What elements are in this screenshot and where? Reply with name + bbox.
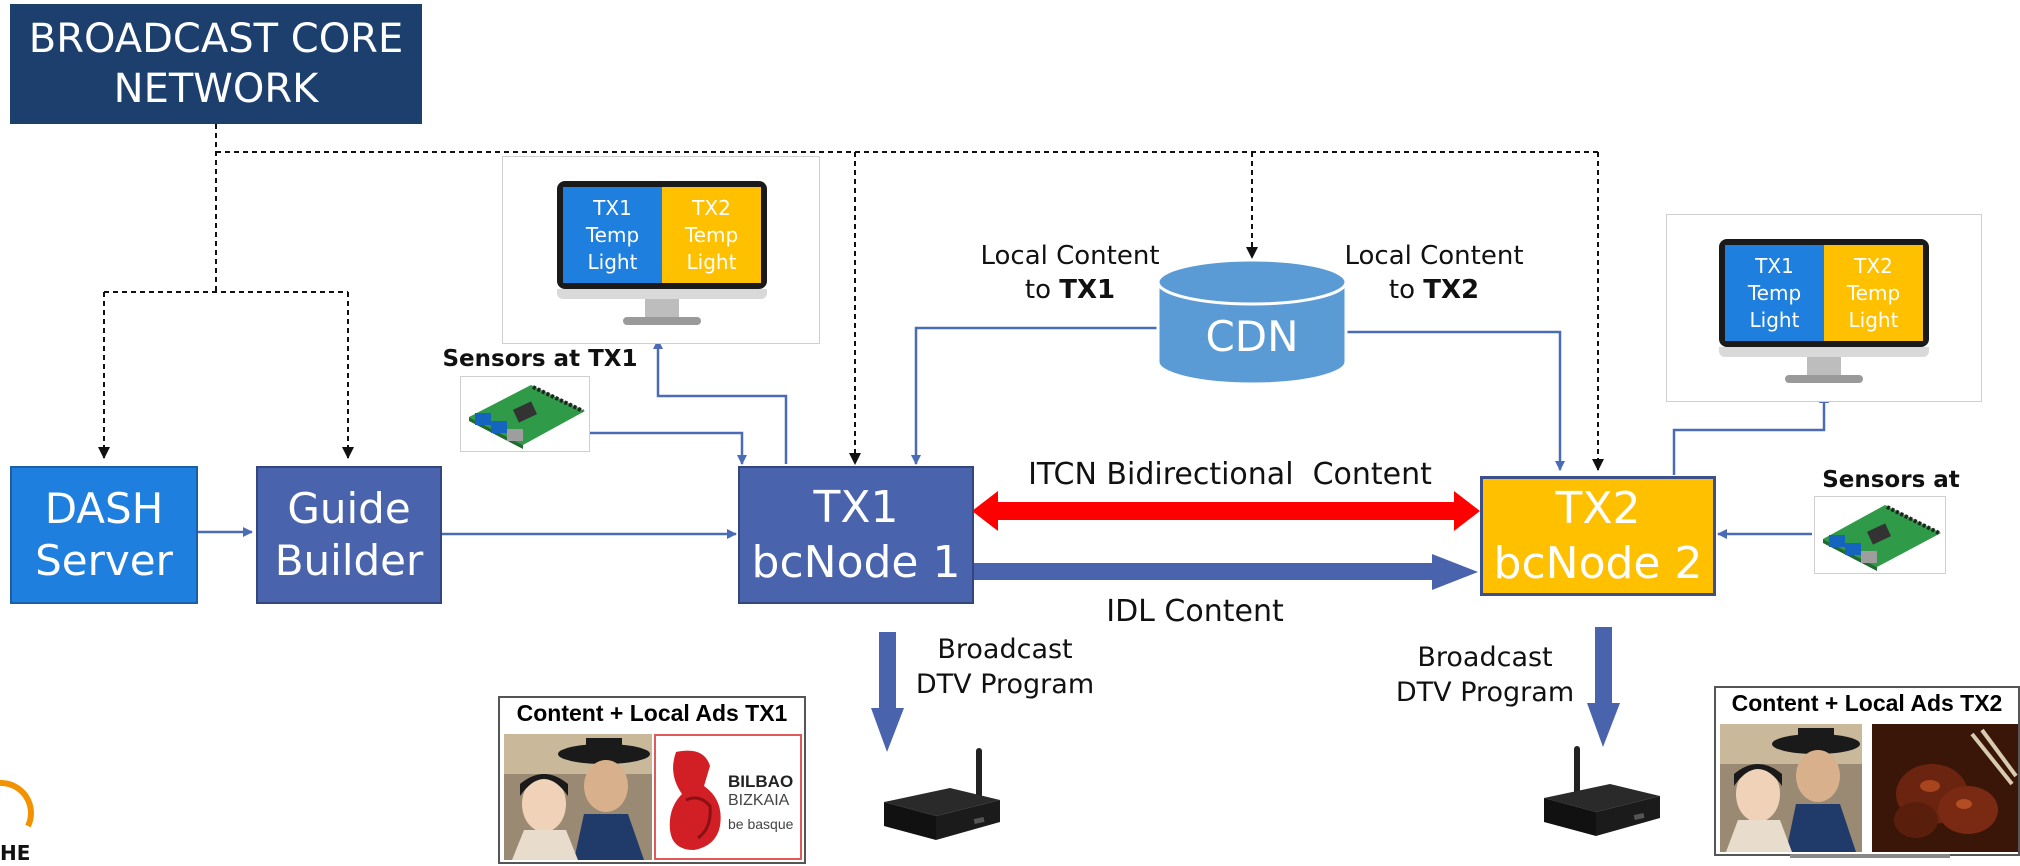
bilbao-brand2: BIZKAIA [728,792,790,809]
drama-scene-image [504,734,652,860]
sensor-board-tx2 [1814,496,1946,574]
set-top-box-tx1 [878,748,1004,848]
set-top-box-tx2 [1538,744,1664,844]
m2-left-l3: Light [1749,307,1800,332]
set-top-box-icon [1544,746,1660,836]
itcn-label: ITCN Bidirectional Content [1028,457,1432,492]
broadcast-arrow-tx2 [1587,627,1620,747]
broadcast-tx2-line2: DTV Program [1395,677,1575,709]
tx2-line2: bcNode 2 [1493,538,1703,589]
tx1-line2: bcNode 1 [751,537,961,588]
guide-line1: Guide [287,483,411,533]
dash-server-box: DASH Server [10,466,198,604]
bilbao-logo-icon [669,750,721,850]
food-image [1872,724,2018,852]
cdn-cylinder [1156,258,1348,386]
m1-right-l2: Temp [684,222,739,247]
m2-right-l3: Light [1848,307,1899,332]
m1-left-l2: Temp [585,222,640,247]
broadcast-arrow-tx1 [871,632,904,752]
broadcast-tx2-label: Broadcast DTV Program [1385,640,1585,710]
m1-right-l1: TX2 [692,195,731,220]
broadcast-tx1-label: Broadcast DTV Program [905,632,1105,702]
local-content-tx1-line2: to TX1 [960,274,1180,308]
core-line1: BROADCAST CORE [28,16,404,62]
local-content-tx2-line1: Local Content [1344,241,1524,271]
raspberry-pi-icon [1823,505,1941,571]
monitor-panel-tx1: TX1 Temp Light TX2 Temp Light [502,156,820,344]
m1-left-l1: TX1 [593,195,632,220]
monitor-tx1-right: TX2 Temp Light [662,187,761,283]
ads-tx1-title: Content + Local Ads TX1 [516,700,788,726]
monitor-tx2: TX1 Temp Light TX2 Temp Light [1719,239,1929,387]
m1-left-l3: Light [587,249,638,274]
ads-panel-tx2: Content + Local Ads TX2 [1714,686,2020,858]
dash-line2: Server [35,536,173,585]
logo-text-fragment: HE [0,841,31,865]
core-network-links [98,124,1604,471]
monitor-tx1: TX1 Temp Light TX2 Temp Light [557,181,767,329]
monitor-tx1-stand [645,299,679,317]
monitor-tx2-chin [1719,347,1929,357]
ads-tx2-title: Content + Local Ads TX2 [1731,690,2003,716]
tx2-bcnode-box: TX2 bcNode 2 [1480,476,1716,596]
local-content-tx1-label: Local Content to TX1 [960,240,1180,308]
monitor-tx2-screen: TX1 Temp Light TX2 Temp Light [1719,239,1929,347]
set-top-box-icon [884,748,1000,840]
local-content-tx2-label: Local Content to TX2 [1324,240,1544,308]
local-content-tx2-line2: to TX2 [1324,274,1544,308]
local-content-tx1-line1: Local Content [980,241,1160,271]
bilbao-brand1: BILBAO [728,772,794,791]
local-content-tx1-bold: TX1 [1059,274,1116,305]
monitor-tx2-right: TX2 Temp Light [1824,245,1923,341]
idl-content-arrow [972,554,1478,590]
core-line2: NETWORK [113,66,319,112]
idl-label: IDL Content [1106,594,1284,629]
local-content-tx2-prefix: to [1388,274,1424,305]
drama-scene-image [1720,724,1862,852]
data-flow-links [198,326,1829,539]
monitor-tx1-screen: TX1 Temp Light TX2 Temp Light [557,181,767,289]
broadcast-tx2-line1: Broadcast [1417,642,1553,673]
tv-base-tx2 [1790,854,1950,858]
broadcast-tx1-line1: Broadcast [937,634,1073,665]
food-ad-tx2 [1872,724,2018,852]
broadcast-core-network-box: BROADCAST CORE NETWORK [10,4,422,124]
cdn-label: CDN [1205,312,1299,361]
sensor-board-tx1 [460,376,590,452]
monitor-tx2-base [1785,375,1863,383]
monitor-tx1-base [623,317,701,325]
guide-builder-box: Guide Builder [256,466,442,604]
bilbao-ad-tx1: BILBAO BIZKAIA be basque [654,734,802,860]
m2-left-l2: Temp [1747,280,1802,305]
tx1-line1: TX1 [813,482,899,533]
sensors-tx1-label: Sensors at TX1 [442,346,638,372]
itcn-bidirectional-arrow [972,491,1480,531]
bilbao-brand3: be basque [728,816,794,832]
ads-panel-tx1: Content + Local Ads TX1 BILBAO BIZKAIA b… [498,696,806,864]
local-content-tx1-prefix: to [1024,274,1060,305]
logo-arc-fragment [0,780,34,828]
drama-photo-tx2 [1720,724,1862,852]
drama-photo-tx1 [504,734,652,860]
raspberry-pi-icon [469,385,585,449]
tx1-bcnode-box: TX1 bcNode 1 [738,466,974,604]
m1-right-l3: Light [686,249,737,274]
broadcast-tx1-line2: DTV Program [915,669,1095,701]
m2-right-l1: TX2 [1854,253,1893,278]
monitor-tx1-left: TX1 Temp Light [563,187,662,283]
monitor-panel-tx2: TX1 Temp Light TX2 Temp Light [1666,214,1982,402]
monitor-tx1-chin [557,289,767,299]
local-content-tx2-bold: TX2 [1423,274,1480,305]
guide-line2: Builder [274,536,424,585]
m2-right-l2: Temp [1846,280,1901,305]
monitor-tx2-stand [1807,357,1841,375]
tx2-line1: TX2 [1555,483,1641,534]
monitor-tx2-left: TX1 Temp Light [1725,245,1824,341]
m2-left-l1: TX1 [1755,253,1794,278]
dash-line1: DASH [44,483,164,533]
